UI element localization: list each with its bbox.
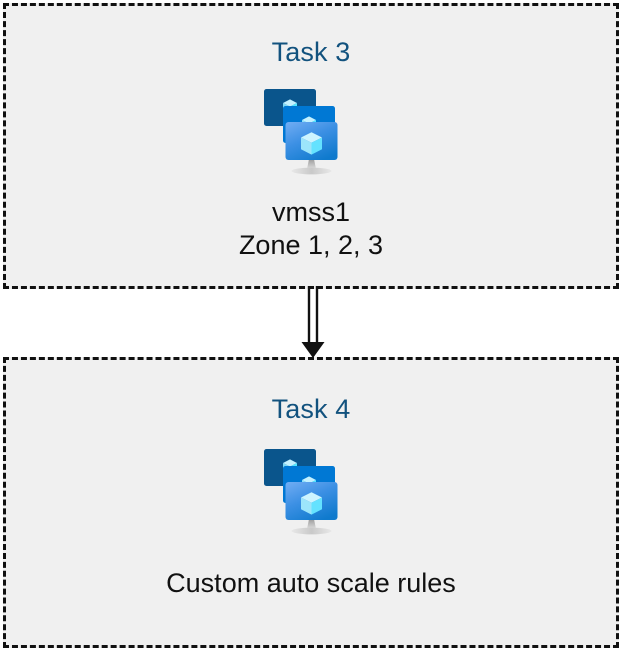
task-title: Task 3 [271,37,351,67]
task-caption-block: vmss1 Zone 1, 2, 3 [239,196,383,262]
task-caption-line: Zone 1, 2, 3 [238,229,384,260]
task-caption-line: vmss1 [271,197,350,227]
task-caption-block: Custom auto scale rules [166,567,456,600]
task-caption-line: Custom auto scale rules [166,568,456,598]
vmss-icon [264,89,338,175]
vmss-icon [264,449,338,535]
task-title: Task 4 [271,394,351,424]
down-arrow-icon [301,286,325,358]
task-node-task-3[interactable]: Task 3 [3,3,619,289]
task-node-task-4[interactable]: Task 4 [3,357,619,648]
